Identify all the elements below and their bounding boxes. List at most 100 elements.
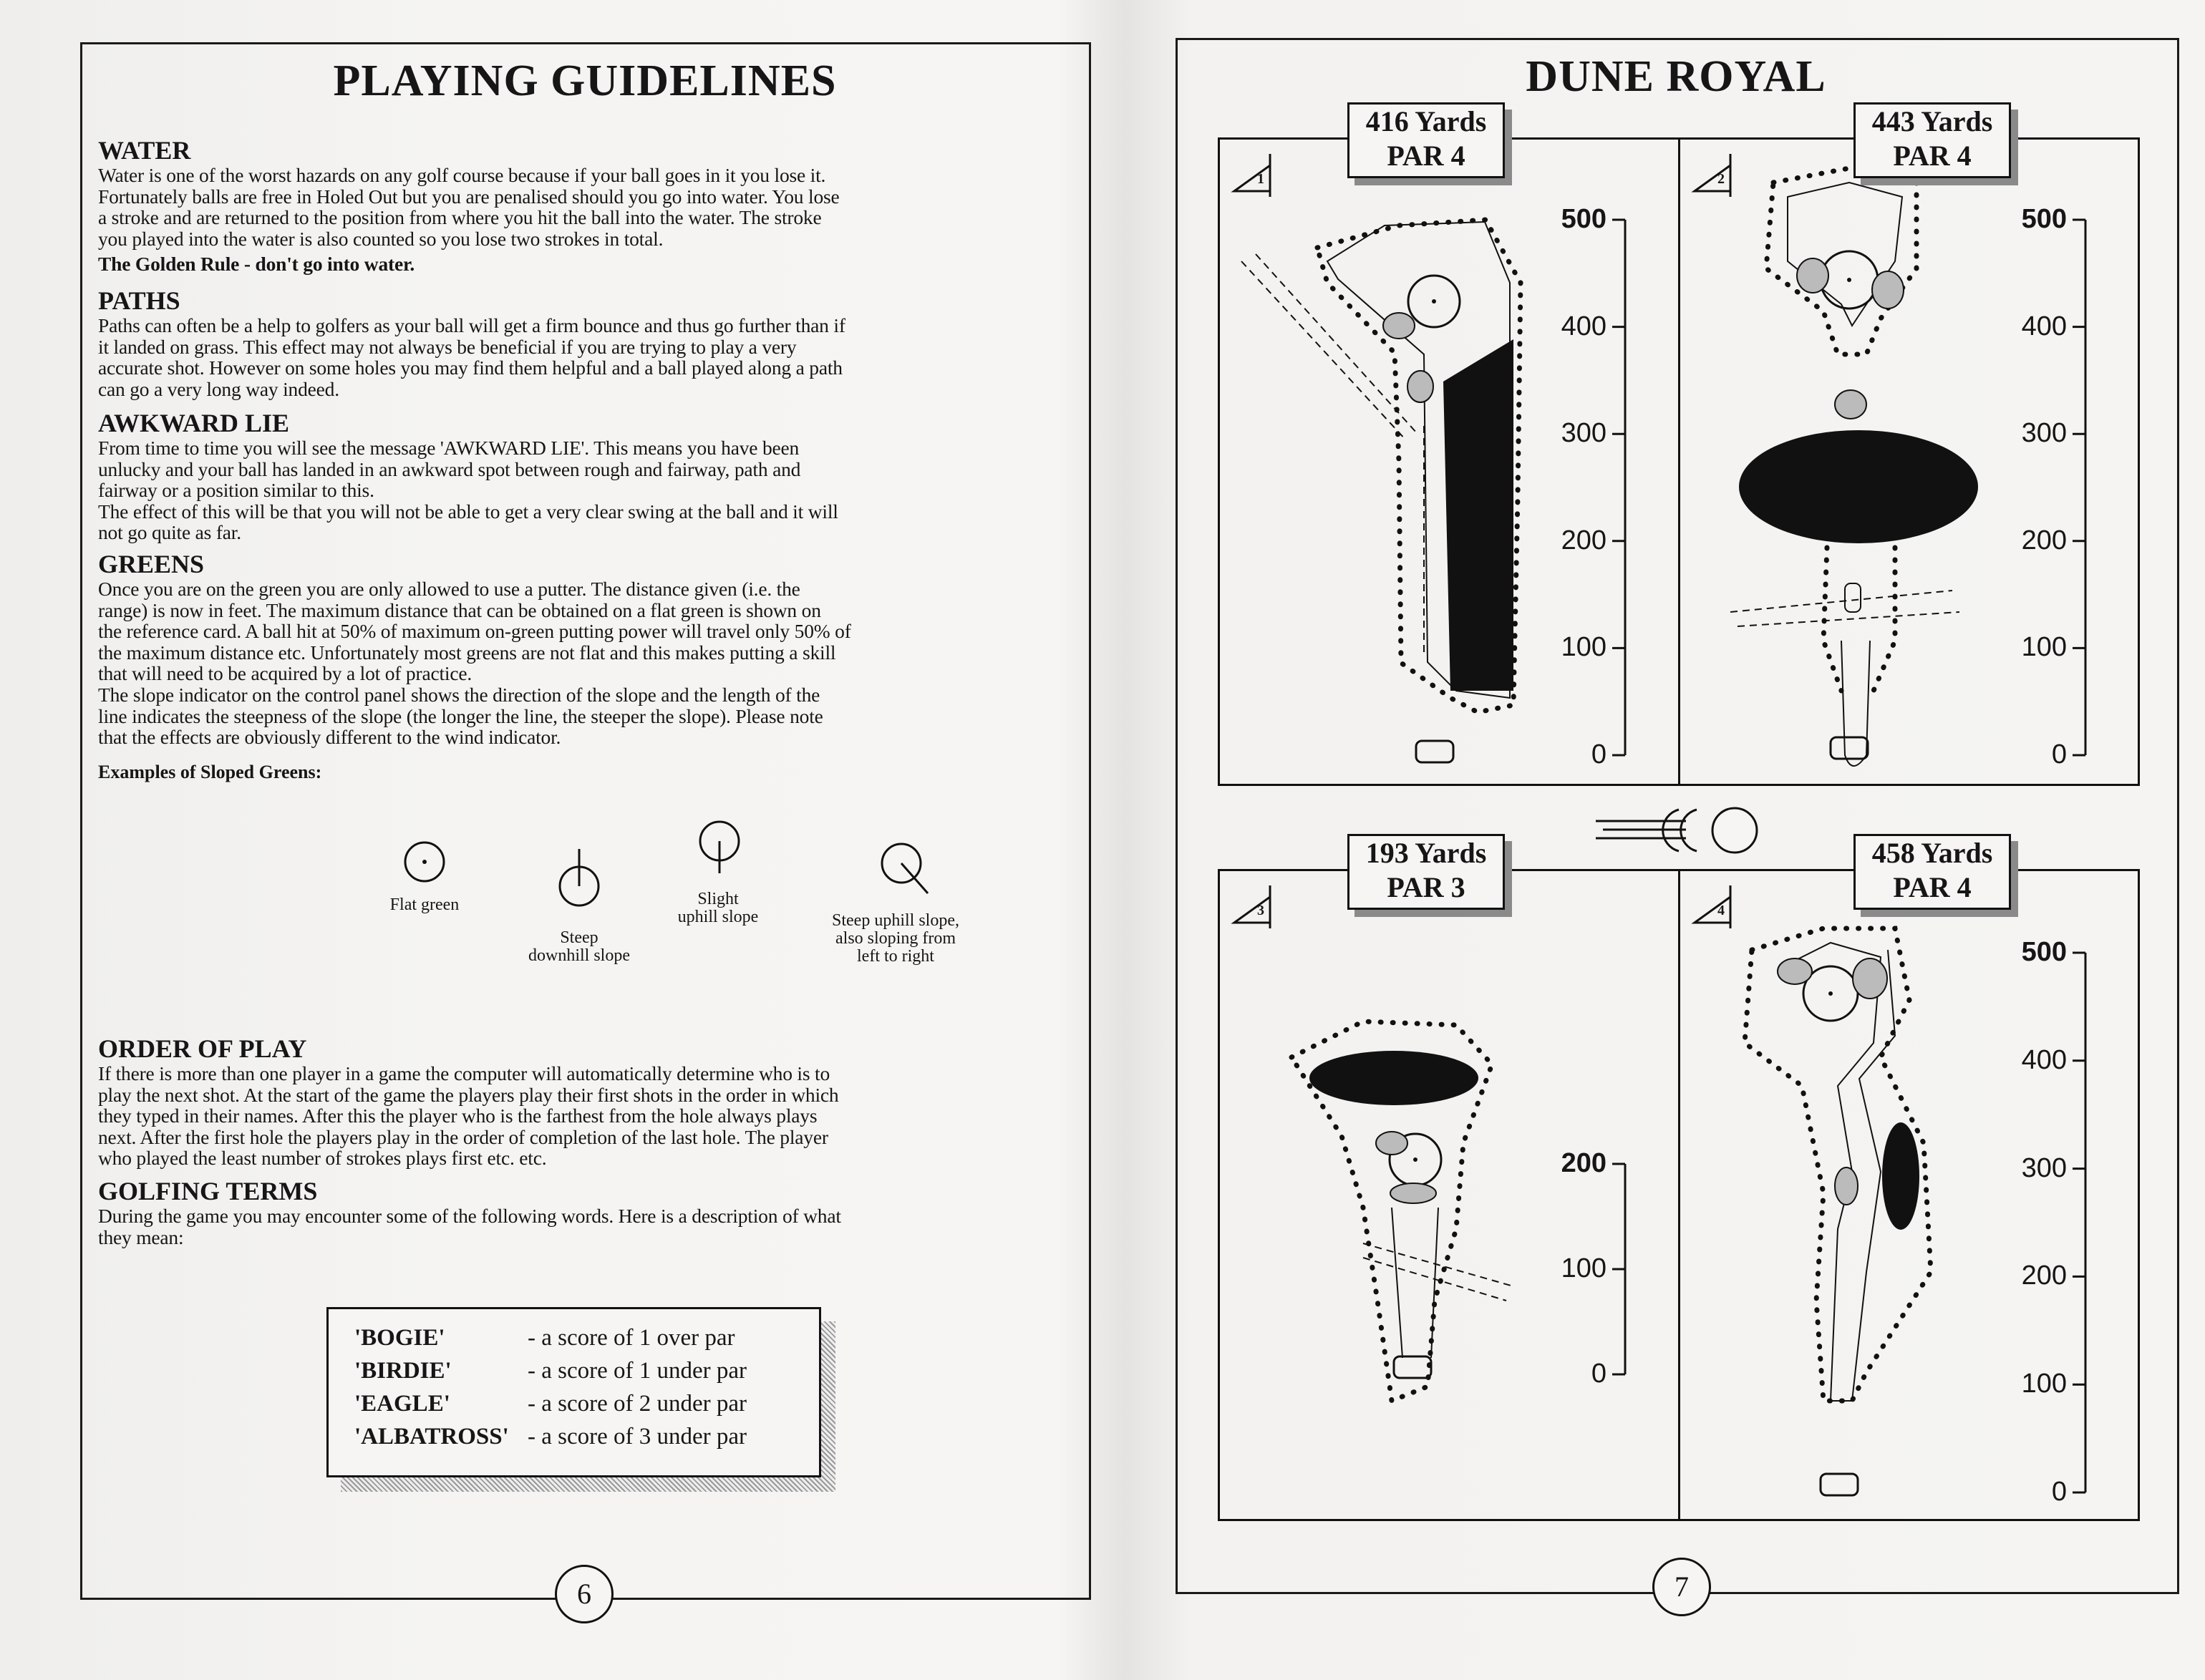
yardage-label: 500 [1561, 204, 1606, 234]
yardage-label: 400 [2021, 311, 2067, 341]
yardage-label: 100 [1561, 1253, 1606, 1283]
hole-flag-icon [1231, 885, 1271, 928]
section-body: During the game you may encounter some o… [98, 1205, 1079, 1248]
yardage-label: 300 [2021, 418, 2067, 449]
section-heading: WATER [98, 136, 191, 165]
slight-uphill-icon [699, 820, 740, 873]
course-layout-drawing [1231, 154, 1627, 764]
yardage-label: 500 [2021, 937, 2067, 967]
page-title: PLAYING GUIDELINES [333, 57, 837, 105]
golden-rule: The Golden Rule - don't go into water. [98, 253, 415, 276]
body-line: they typed in their names. After this th… [98, 1104, 818, 1127]
section-body: Once you are on the green you are only a… [98, 578, 1079, 748]
hole-flag-icon [1231, 154, 1271, 197]
body-line: they mean: [98, 1225, 184, 1248]
section-body: Water is one of the worst hazards on any… [98, 165, 1079, 249]
body-line: accurate shot. However on some holes you… [98, 356, 843, 379]
section-heading: ORDER OF PLAY [98, 1034, 307, 1063]
steep-uphill-right-icon [881, 843, 929, 894]
body-line: Paths can often be a help to golfers as … [98, 314, 845, 336]
section-paths: PATHS Paths can often be a help to golfe… [98, 286, 1079, 399]
body-line: The effect of this will be that you will… [98, 500, 838, 523]
body-line: the maximum distance etc. Unfortunately … [98, 641, 836, 664]
yardage-label: 0 [1591, 739, 1606, 769]
body-line: a stroke and are returned to the positio… [98, 206, 822, 229]
yardage-label: 200 [2021, 525, 2067, 555]
body-line: Water is one of the worst hazards on any… [98, 164, 826, 186]
section-body: From time to time you will see the messa… [98, 437, 1079, 543]
slope-label-flat: Flat green [389, 895, 460, 914]
section-heading: GREENS [98, 550, 205, 578]
hole-number: 1 [1257, 171, 1264, 187]
hole-number: 4 [1717, 903, 1725, 918]
glossary-row: 'BOGIE'- a score of 1 over par [354, 1325, 735, 1351]
hole-number: 2 [1717, 171, 1725, 187]
body-line: Once you are on the green you are only a… [98, 578, 800, 600]
body-line: play the next shot. At the start of the … [98, 1083, 839, 1106]
page-number: 6 [555, 1565, 614, 1623]
body-line: If there is more than one player in a ga… [98, 1062, 830, 1084]
hole-number: 3 [1257, 903, 1264, 918]
body-line: line indicates the steepness of the slop… [98, 704, 823, 727]
glossary-row: 'BIRDIE'- a score of 1 under par [354, 1358, 747, 1384]
course-layout-drawing [1231, 885, 1627, 1404]
course-layout-drawing [1691, 154, 2087, 767]
examples-heading: Examples of Sloped Greens: [98, 762, 322, 782]
yardage-label: 500 [2021, 204, 2067, 234]
section-heading: PATHS [98, 286, 180, 315]
body-line: During the game you may encounter some o… [98, 1205, 841, 1227]
yardage-label: 100 [2021, 632, 2067, 663]
course-title: DUNE ROYAL [1526, 52, 1826, 101]
section-golfing-terms: GOLFING TERMS During the game you may en… [98, 1177, 1079, 1248]
yardage-label: 400 [1561, 311, 1606, 341]
body-line: fairway or a position similar to this. [98, 479, 374, 502]
body-line: unlucky and your ball has landed in an a… [98, 457, 801, 480]
body-line: From time to time you will see the messa… [98, 437, 800, 459]
section-heading: GOLFING TERMS [98, 1177, 318, 1205]
golf-ball-icon [1596, 807, 1758, 854]
yardage-label: 100 [2021, 1369, 2067, 1399]
section-body: Paths can often be a help to golfers as … [98, 315, 1079, 399]
section-body: If there is more than one player in a ga… [98, 1063, 1079, 1169]
body-line: can go a very long way indeed. [98, 377, 339, 400]
section-heading: AWKWARD LIE [98, 409, 290, 437]
body-line: next. After the first hole the players p… [98, 1125, 828, 1148]
body-line: that the effects are obviously different… [98, 726, 561, 749]
body-line: you played into the water is also counte… [98, 227, 664, 250]
body-line: it landed on grass. This effect may not … [98, 335, 797, 358]
yardage-label: 300 [1561, 418, 1606, 449]
glossary-row: 'EAGLE'- a score of 2 under par [354, 1391, 747, 1417]
glossary-row: 'ALBATROSS'- a score of 3 under par [354, 1424, 747, 1450]
body-line: range) is now in feet. The maximum dista… [98, 598, 821, 621]
yardage-label: 0 [2051, 739, 2067, 769]
section-greens: GREENS Once you are on the green you are… [98, 550, 1079, 748]
body-line: that will need to be acquired by a lot o… [98, 662, 472, 685]
section-awkward-lie: AWKWARD LIE From time to time you will s… [98, 409, 1079, 543]
flat-green-icon [404, 841, 445, 883]
section-order-of-play: ORDER OF PLAY If there is more than one … [98, 1034, 1079, 1169]
course-layout-drawing [1691, 885, 2087, 1497]
glossary-box: 'BOGIE'- a score of 1 over par 'BIRDIE'-… [326, 1307, 821, 1477]
page-number: 7 [1652, 1558, 1711, 1616]
body-line: The slope indicator on the control panel… [98, 683, 820, 706]
yardage-label: 0 [2051, 1477, 2067, 1507]
body-line: who played the least number of strokes p… [98, 1147, 547, 1170]
body-line: Fortunately balls are free in Holed Out … [98, 185, 840, 208]
slope-examples [404, 820, 929, 907]
yardage-label: 200 [1561, 525, 1606, 555]
section-water: WATER Water is one of the worst hazards … [98, 136, 1079, 275]
hole-2-map: 500 400 300 200 100 0 2 [1678, 140, 2140, 784]
yardage-label: 200 [1561, 1148, 1606, 1178]
body-line: the reference card. A ball hit at 50% of… [98, 620, 851, 643]
yardage-label: 300 [2021, 1152, 2067, 1183]
yardage-label: 100 [1561, 632, 1606, 663]
